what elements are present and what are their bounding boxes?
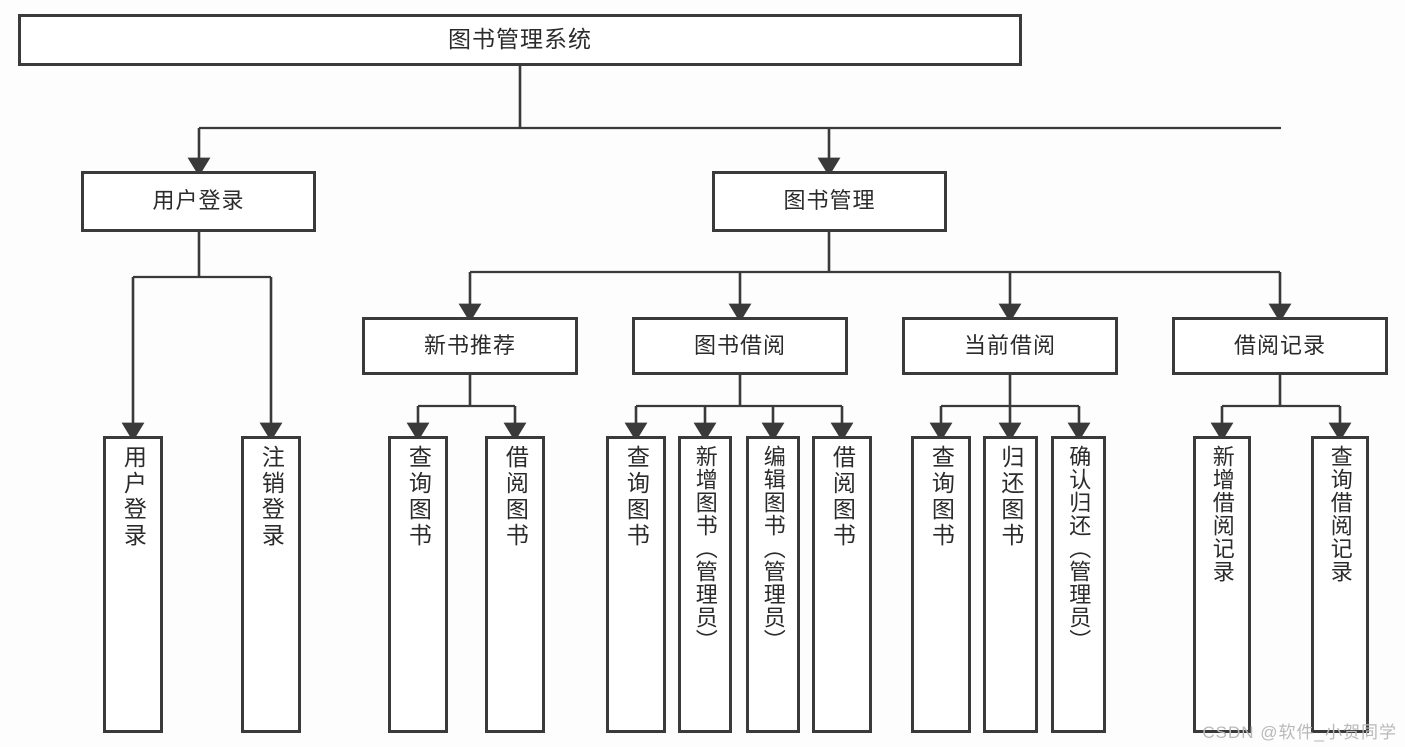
node-user-login[interactable]: 用户登录 — [81, 171, 316, 232]
node-borrow-record[interactable]: 借阅记录 — [1172, 317, 1388, 375]
node-book-management-label: 图书管理 — [783, 188, 876, 214]
node-current-borrow-label: 当前借阅 — [963, 332, 1056, 358]
leaf-add-borrow-record[interactable]: 新增借阅记录 — [1193, 436, 1251, 733]
leaf-confirm-return-admin-label: 确认归还（管理员） — [1066, 445, 1092, 652]
leaf-query-book-current[interactable]: 查询图书 — [911, 436, 971, 733]
node-user-login-label: 用户登录 — [152, 188, 245, 214]
node-book-borrow[interactable]: 图书借阅 — [632, 317, 848, 375]
leaf-return-book-label: 归还图书 — [997, 445, 1024, 549]
node-book-management[interactable]: 图书管理 — [712, 171, 947, 232]
leaf-borrow-book-recommend-label: 借阅图书 — [502, 445, 529, 549]
node-root-label: 图书管理系统 — [448, 26, 592, 53]
leaf-user-login[interactable]: 用户登录 — [103, 436, 163, 733]
leaf-add-book-admin[interactable]: 新增图书（管理员） — [678, 436, 732, 733]
leaf-query-book-recommend[interactable]: 查询图书 — [388, 436, 448, 733]
leaf-edit-book-admin-label: 编辑图书（管理员） — [760, 445, 786, 652]
node-new-book-recommend-label: 新书推荐 — [423, 332, 516, 358]
node-current-borrow[interactable]: 当前借阅 — [902, 317, 1118, 375]
node-new-book-recommend[interactable]: 新书推荐 — [362, 317, 578, 375]
leaf-add-book-admin-label: 新增图书（管理员） — [692, 445, 718, 652]
leaf-borrow-book-recommend[interactable]: 借阅图书 — [485, 436, 545, 733]
leaf-logout[interactable]: 注销登录 — [241, 436, 301, 733]
leaf-confirm-return-admin[interactable]: 确认归还（管理员） — [1051, 436, 1106, 733]
node-root[interactable]: 图书管理系统 — [18, 14, 1022, 66]
node-book-borrow-label: 图书借阅 — [693, 332, 786, 358]
leaf-query-book-recommend-label: 查询图书 — [405, 445, 432, 549]
leaf-query-borrow-record[interactable]: 查询借阅记录 — [1311, 436, 1369, 733]
leaf-query-book-borrow-label: 查询图书 — [623, 445, 650, 549]
leaf-borrow-book-label: 借阅图书 — [829, 445, 856, 549]
leaf-user-login-label: 用户登录 — [120, 445, 147, 549]
leaf-add-borrow-record-label: 新增借阅记录 — [1209, 445, 1235, 583]
leaf-return-book[interactable]: 归还图书 — [983, 436, 1038, 733]
leaf-query-book-current-label: 查询图书 — [928, 445, 955, 549]
leaf-query-borrow-record-label: 查询借阅记录 — [1327, 445, 1353, 583]
leaf-query-book-borrow[interactable]: 查询图书 — [606, 436, 666, 733]
leaf-borrow-book[interactable]: 借阅图书 — [812, 436, 872, 733]
node-borrow-record-label: 借阅记录 — [1233, 332, 1326, 358]
leaf-edit-book-admin[interactable]: 编辑图书（管理员） — [746, 436, 800, 733]
leaf-logout-label: 注销登录 — [258, 445, 285, 549]
